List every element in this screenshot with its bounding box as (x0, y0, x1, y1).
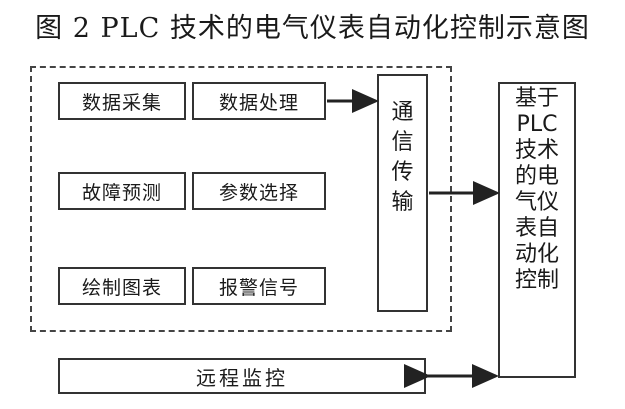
result-line: 控制 (514, 268, 559, 293)
fault-prediction-box: 故障预测 (58, 172, 186, 210)
result-line: 表自 (514, 216, 559, 241)
data-processing-box: 数据处理 (192, 82, 326, 120)
dashed-module-group (30, 66, 452, 332)
result-line: 气仪 (514, 190, 559, 215)
remote-monitoring-box: 远程监控 (58, 358, 426, 394)
data-collection-box: 数据采集 (58, 82, 186, 120)
result-line: 的电 (514, 164, 559, 189)
comm-char: 输 (391, 190, 414, 215)
chart-drawing-box: 绘制图表 (58, 267, 186, 305)
diagram-title: 图 2 PLC 技术的电气仪表自动化控制示意图 (35, 13, 590, 44)
result-line: 动化 (514, 242, 559, 267)
comm-char: 通 (391, 100, 414, 125)
comm-char: 传 (391, 160, 414, 185)
result-line: 基于 (514, 86, 559, 111)
alarm-signal-box: 报警信号 (192, 267, 326, 305)
comm-char: 信 (391, 130, 414, 155)
communication-transmission-box: 通 信 传 输 (377, 74, 428, 312)
parameter-selection-box: 参数选择 (192, 172, 326, 210)
result-line: PLC (516, 112, 558, 137)
result-line: 技术 (514, 138, 559, 163)
plc-control-box: 基于 PLC 技术 的电 气仪 表自 动化 控制 (498, 82, 576, 378)
